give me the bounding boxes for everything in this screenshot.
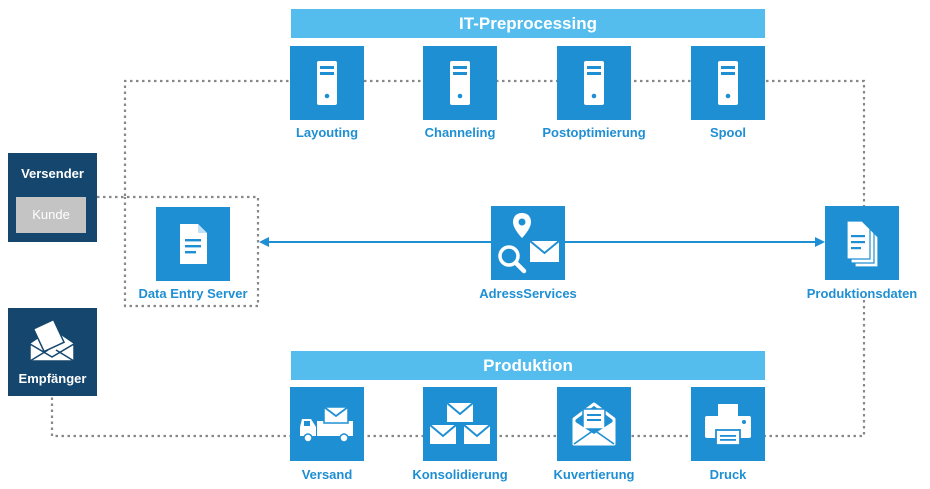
- layouting-label: Layouting: [295, 125, 359, 140]
- envelope-insert-icon: [572, 402, 616, 446]
- versand-box: [290, 387, 364, 461]
- empfaenger-panel: Empfänger: [8, 308, 97, 396]
- adress-services-label: AdressServices: [479, 286, 577, 301]
- server-icon: [718, 61, 738, 105]
- data-entry-server-label: Data Entry Server: [138, 286, 248, 301]
- empfaenger-title: Empfänger: [18, 371, 87, 386]
- delivery-truck-icon: [300, 406, 353, 443]
- produktionsdaten-box: [825, 206, 899, 280]
- adress-services-box: [491, 206, 565, 280]
- kunde-box: Kunde: [16, 197, 86, 233]
- channeling-label: Channeling: [424, 125, 496, 140]
- server-icon: [584, 61, 604, 105]
- spool-label: Spool: [709, 125, 747, 140]
- druck-label: Druck: [709, 467, 747, 482]
- versand-label: Versand: [301, 467, 353, 482]
- data-entry-server-box: [156, 207, 230, 281]
- dotted-connector-versender: [97, 195, 260, 308]
- konsolidierung-label: Konsolidierung: [412, 467, 508, 482]
- mail-icon: [29, 318, 75, 362]
- it-preprocessing-banner: IT-Preprocessing: [291, 9, 765, 38]
- produktion-banner: Produktion: [291, 351, 765, 380]
- location-search-mail-icon: [498, 213, 560, 274]
- kuvertierung-box: [557, 387, 631, 461]
- versender-title: Versender: [21, 166, 84, 181]
- postoptimierung-label: Postoptimierung: [542, 125, 646, 140]
- spool-box: [691, 46, 765, 120]
- konsolidierung-box: [423, 387, 497, 461]
- documents-stack-icon: [846, 220, 879, 268]
- server-icon: [317, 61, 337, 105]
- postoptimierung-box: [557, 46, 631, 120]
- versender-panel: Versender Kunde: [8, 153, 97, 242]
- layouting-box: [290, 46, 364, 120]
- printer-icon: [705, 404, 751, 446]
- produktionsdaten-label: Produktionsdaten: [806, 286, 918, 301]
- channeling-box: [423, 46, 497, 120]
- kuvertierung-label: Kuvertierung: [553, 467, 635, 482]
- server-icon: [450, 61, 470, 105]
- document-icon: [180, 224, 207, 264]
- druck-box: [691, 387, 765, 461]
- envelopes-icon: [429, 402, 491, 444]
